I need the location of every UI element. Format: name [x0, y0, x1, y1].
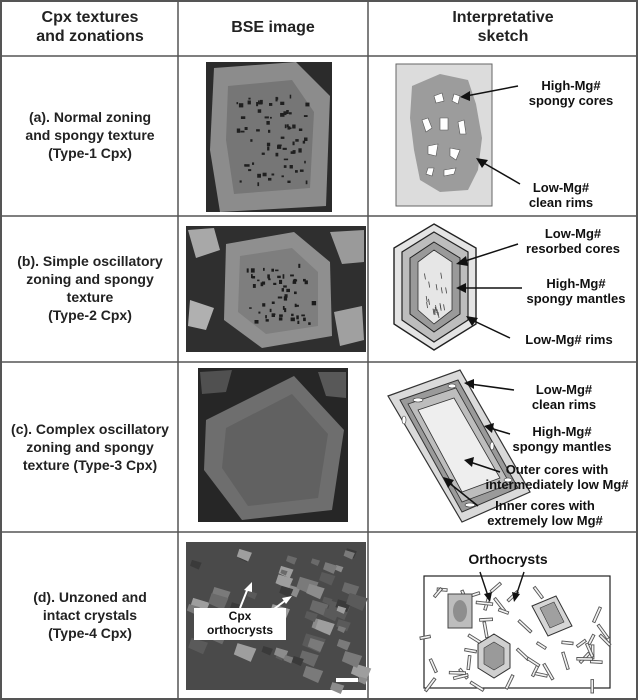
row-d-label-line3: (Type-4 Cpx): [48, 625, 132, 641]
header-col1-line1: Cpx textures: [41, 9, 139, 26]
sketch-c-note-inner-line2: extremely low Mg#: [487, 513, 603, 528]
row-b-label: (b). Simple oscillatory zoning and spong…: [2, 252, 178, 324]
sketch-c-note-mantle: High-Mg# spongy mantles: [506, 424, 618, 454]
row-d-label-line2: intact crystals: [42, 607, 138, 623]
sketch-a-note-core-line1: High-Mg#: [541, 78, 601, 93]
sketch-b-note-core-line2: resorbed cores: [526, 241, 620, 256]
sketch-b-note-mantle-line1: High-Mg#: [546, 276, 606, 291]
row-c-label: (c). Complex oscillatory zoning and spon…: [2, 420, 178, 474]
row-a-label-line3: (Type-1 Cpx): [48, 145, 132, 161]
header-col1-line2: and zonations: [36, 28, 144, 45]
sketch-c-note-mantle-line2: spongy mantles: [512, 439, 612, 454]
row-d-label: (d). Unzoned and intact crystals (Type-4…: [4, 588, 176, 642]
row-a-label: (a). Normal zoning and spongy texture (T…: [4, 108, 176, 162]
header-col1: Cpx textures and zonations: [4, 8, 176, 46]
sketch-b-note-core: Low-Mg# resorbed cores: [514, 226, 632, 256]
header-col2: BSE image: [231, 19, 315, 36]
bse-d-label-line2: orthocrysts: [206, 623, 274, 637]
sketch-a-note-core-line2: spongy cores: [528, 93, 614, 108]
sketch-b-note-core-line1: Low-Mg#: [544, 226, 602, 241]
sketch-c-note-outer: Outer cores with intermediately low Mg#: [478, 462, 636, 492]
sketch-c-note-mantle-line1: High-Mg#: [532, 424, 592, 439]
sketch-c-note-inner-line1: Inner cores with: [495, 498, 595, 513]
row-b-label-line1: (b). Simple oscillatory: [17, 253, 163, 269]
bse-d-label: Cpx orthocrysts: [194, 609, 286, 637]
row-a-label-line2: and spongy texture: [25, 127, 155, 143]
sketch-c-note-inner: Inner cores with extremely low Mg#: [470, 498, 620, 528]
header-col3-line1: Interpretative: [452, 9, 554, 26]
sketch-c-note-rim-line1: Low-Mg#: [535, 382, 593, 397]
row-d-label-line1: (d). Unzoned and: [33, 589, 147, 605]
header-col3: Interpretative sketch: [370, 8, 636, 46]
sketch-c-note-rim-line2: clean rims: [531, 397, 597, 412]
header-col3-line2: sketch: [477, 28, 529, 45]
sketch-b-note-mantle-line2: spongy mantles: [526, 291, 626, 306]
sketch-a-note-rim-line2: clean rims: [528, 195, 594, 210]
sketch-b-note-rim: Low-Mg# rims: [525, 332, 613, 347]
row-b-label-line3: texture: [66, 289, 114, 305]
row-b-label-line2: zoning and spongy: [26, 271, 154, 287]
sketch-a-note-core: High-Mg# spongy cores: [516, 78, 626, 108]
sketch-a-note-rim-line1: Low-Mg#: [532, 180, 590, 195]
sketch-d-note-ortho: Orthocrysts: [468, 551, 548, 567]
bse-d-label-line1: Cpx: [228, 609, 252, 623]
sketch-b-note-mantle: High-Mg# spongy mantles: [518, 276, 634, 306]
row-b-label-line4: (Type-2 Cpx): [48, 307, 132, 323]
row-a-label-line1: (a). Normal zoning: [28, 109, 152, 125]
sketch-a-note-rim: Low-Mg# clean rims: [516, 180, 606, 210]
sketch-c-note-outer-line2: intermediately low Mg#: [485, 477, 629, 492]
row-c-label-line1: (c). Complex oscillatory: [11, 421, 169, 437]
row-c-label-line3: texture (Type-3 Cpx): [22, 457, 158, 473]
row-c-label-line2: zoning and spongy: [26, 439, 154, 455]
sketch-c-note-outer-line1: Outer cores with: [505, 462, 609, 477]
sketch-c-note-rim: Low-Mg# clean rims: [512, 382, 616, 412]
